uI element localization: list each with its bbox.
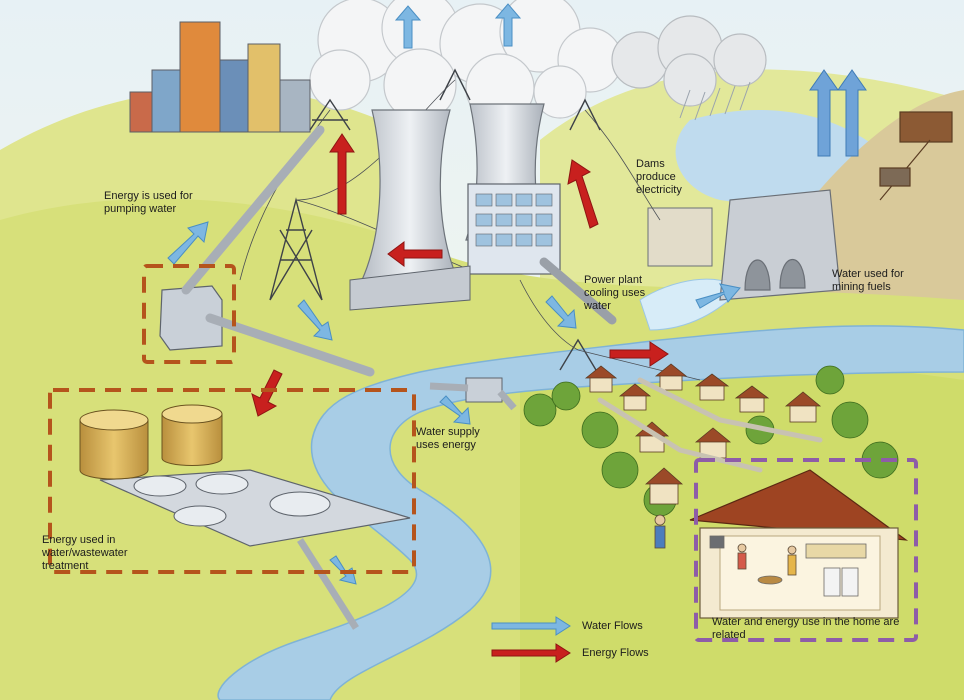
legend-water-label: Water Flows (582, 620, 643, 632)
home-highlight (694, 458, 918, 642)
people (654, 514, 797, 576)
supply-pipe (429, 382, 469, 392)
city-skyline (129, 21, 311, 133)
outfall-pipe (297, 538, 359, 630)
label-treatment: Energy used in water/wastewater treatmen… (42, 534, 128, 572)
plant-intake-pipe (539, 257, 617, 325)
pump-station (159, 285, 223, 351)
trees (523, 365, 899, 517)
clarifier-basins (133, 473, 331, 527)
supply-pipe-out (497, 389, 517, 411)
power-plant-windows (475, 193, 553, 247)
label-home: Water and energy use in the home are rel… (712, 616, 900, 641)
pumping-pipe-up (181, 125, 325, 295)
legend-energy-arrow (491, 643, 571, 663)
mining-water-arrows (809, 69, 867, 157)
label-dams: Dams produce electricity (636, 158, 682, 196)
river (217, 325, 964, 700)
rain-streaks (679, 81, 751, 121)
dam (719, 189, 841, 301)
label-water-supply: Water supply uses energy (416, 426, 480, 451)
pump-station-highlight (142, 264, 236, 364)
storage-tanks (79, 404, 223, 480)
water-supply-pump (465, 377, 503, 403)
label-cooling: Power plant cooling uses water (584, 274, 646, 312)
mining-structure (879, 111, 953, 201)
rain-cloud (611, 15, 767, 107)
energy-flow-arrows (251, 133, 669, 417)
roads (597, 377, 823, 473)
treatment-highlight (48, 388, 416, 574)
label-mining: Water used for mining fuels (832, 268, 904, 293)
neighborhood-houses (584, 363, 822, 505)
transformer-yard (349, 265, 471, 311)
pumping-pipe-river (205, 313, 375, 377)
home-appliances (709, 535, 867, 597)
legend-water-arrow (491, 616, 571, 636)
label-energy-pumping: Energy is used for pumping water (104, 190, 193, 215)
legend-energy-label: Energy Flows (582, 647, 649, 659)
